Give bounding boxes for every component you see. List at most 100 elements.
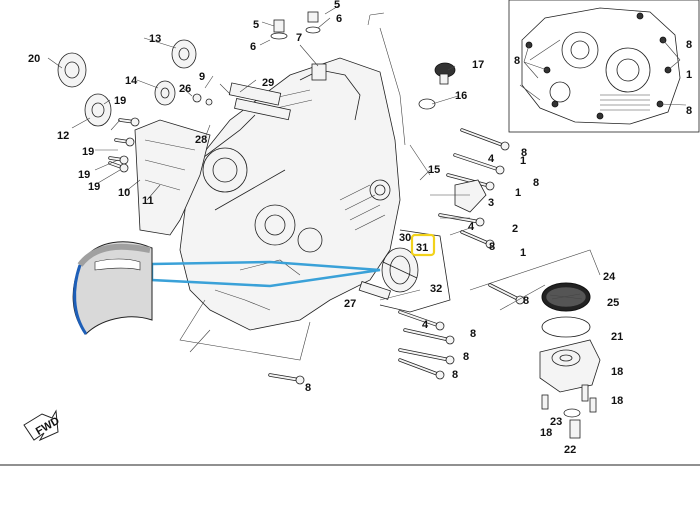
part-label: 18 <box>540 427 552 439</box>
dipstick-17 <box>418 62 456 110</box>
part-label: 17 <box>472 59 484 71</box>
part-label: 1 <box>686 69 692 81</box>
part-label: 23 <box>550 416 562 428</box>
part-label: 6 <box>336 13 342 25</box>
part-label: 5 <box>334 0 340 11</box>
part-label: 4 <box>422 319 429 331</box>
part-label: 9 <box>199 71 205 83</box>
part-label: 32 <box>430 283 442 295</box>
bolt-shaft-fill <box>461 129 506 147</box>
part-label: 31 <box>416 242 428 254</box>
plug-5-6-7 <box>270 11 327 81</box>
bolt-head <box>119 163 129 173</box>
part-label: 19 <box>114 95 126 107</box>
part-label: 13 <box>149 33 161 45</box>
part-label: 19 <box>78 169 90 181</box>
part-label: 8 <box>521 147 527 159</box>
bolt-head <box>475 217 485 227</box>
part-label: 2 <box>512 223 518 235</box>
part-label: 7 <box>296 32 302 44</box>
part-label: 30 <box>399 232 411 244</box>
crankcase-cover <box>134 119 211 236</box>
part-label: 8 <box>686 105 692 117</box>
bolt-head <box>435 321 445 331</box>
part-label: 8 <box>514 55 520 67</box>
part-label: 1 <box>520 247 526 259</box>
part-label: 14 <box>125 75 138 87</box>
part-label: 8 <box>470 328 476 340</box>
part-label: 27 <box>344 298 356 310</box>
bolt-head <box>445 355 455 365</box>
part-label: 8 <box>533 177 539 189</box>
shaft-29 <box>228 82 291 121</box>
part-label: 12 <box>57 130 69 142</box>
bolt-shaft-fill <box>399 311 441 327</box>
bearing-12 <box>84 93 112 127</box>
part-label: 18 <box>611 366 623 378</box>
part-label: 4 <box>468 221 475 233</box>
fwd-arrow-icon: FWD <box>23 409 62 442</box>
bolt-shaft-fill <box>399 359 441 376</box>
leader-lines <box>47 4 471 236</box>
part-label: 15 <box>428 164 440 176</box>
bolt-head <box>125 137 135 147</box>
bearing-shell-box <box>379 229 451 313</box>
bolt-shaft-fill <box>404 329 451 341</box>
part-label: 8 <box>452 369 458 381</box>
bolt-shaft-fill <box>447 174 491 187</box>
part-label: 1 <box>515 187 521 199</box>
part-label: 1 <box>520 155 526 167</box>
bolt-head <box>500 141 510 151</box>
inset-detail-view <box>508 0 700 133</box>
bolt-head <box>435 370 445 380</box>
seal-26 <box>192 93 213 106</box>
part-label: 19 <box>88 181 100 193</box>
part-label: 3 <box>488 197 494 209</box>
bolt-head <box>295 375 305 385</box>
bolt-group <box>108 117 525 385</box>
bracket-3 <box>454 179 487 213</box>
part-label: 11 <box>142 195 154 207</box>
part-label: 6 <box>250 41 256 53</box>
oil-filter-assembly <box>539 282 601 439</box>
part-label: 8 <box>489 241 495 253</box>
bolt-shaft-fill <box>461 231 491 245</box>
pin-27 <box>358 281 392 300</box>
bolt-shaft-fill <box>439 214 481 223</box>
part-label: 10 <box>118 187 130 199</box>
bearing-20 <box>57 52 87 88</box>
bolt-head <box>495 165 505 175</box>
part-label: 21 <box>611 331 623 343</box>
part-label: 18 <box>611 395 623 407</box>
part-label: 22 <box>564 444 576 456</box>
part-label: 4 <box>488 153 495 165</box>
bearing-14 <box>154 80 176 106</box>
part-label: 8 <box>463 351 469 363</box>
part-label: 29 <box>262 77 274 89</box>
part-label: 8 <box>305 382 311 394</box>
part-label: 28 <box>195 134 207 146</box>
bearing-13 <box>171 39 197 69</box>
bolt-head <box>485 181 495 191</box>
part-label: 8 <box>686 39 692 51</box>
bolt-head <box>445 335 455 345</box>
part-labels: 1 1 1 1 2 3 4 4 4 5 5 6 6 7 8 8 8 8 8 8 … <box>28 0 692 456</box>
bolt-shaft-fill <box>399 349 451 361</box>
bolt-shaft-fill <box>269 374 301 381</box>
part-label: 8 <box>523 295 529 307</box>
projection-lines <box>179 12 601 361</box>
part-label: 26 <box>179 83 191 95</box>
bolt-shaft-fill <box>489 284 521 301</box>
part-label: 24 <box>603 271 616 283</box>
bolt-shaft-fill <box>454 154 501 171</box>
part-label: 5 <box>253 19 259 31</box>
part-label: 20 <box>28 53 40 65</box>
bolt-head <box>119 155 129 165</box>
bolt-head <box>130 117 140 127</box>
bolt-head <box>485 239 495 249</box>
highlight-box-31 <box>410 233 436 257</box>
part-label: 16 <box>455 90 467 102</box>
part-label: 25 <box>607 297 619 309</box>
